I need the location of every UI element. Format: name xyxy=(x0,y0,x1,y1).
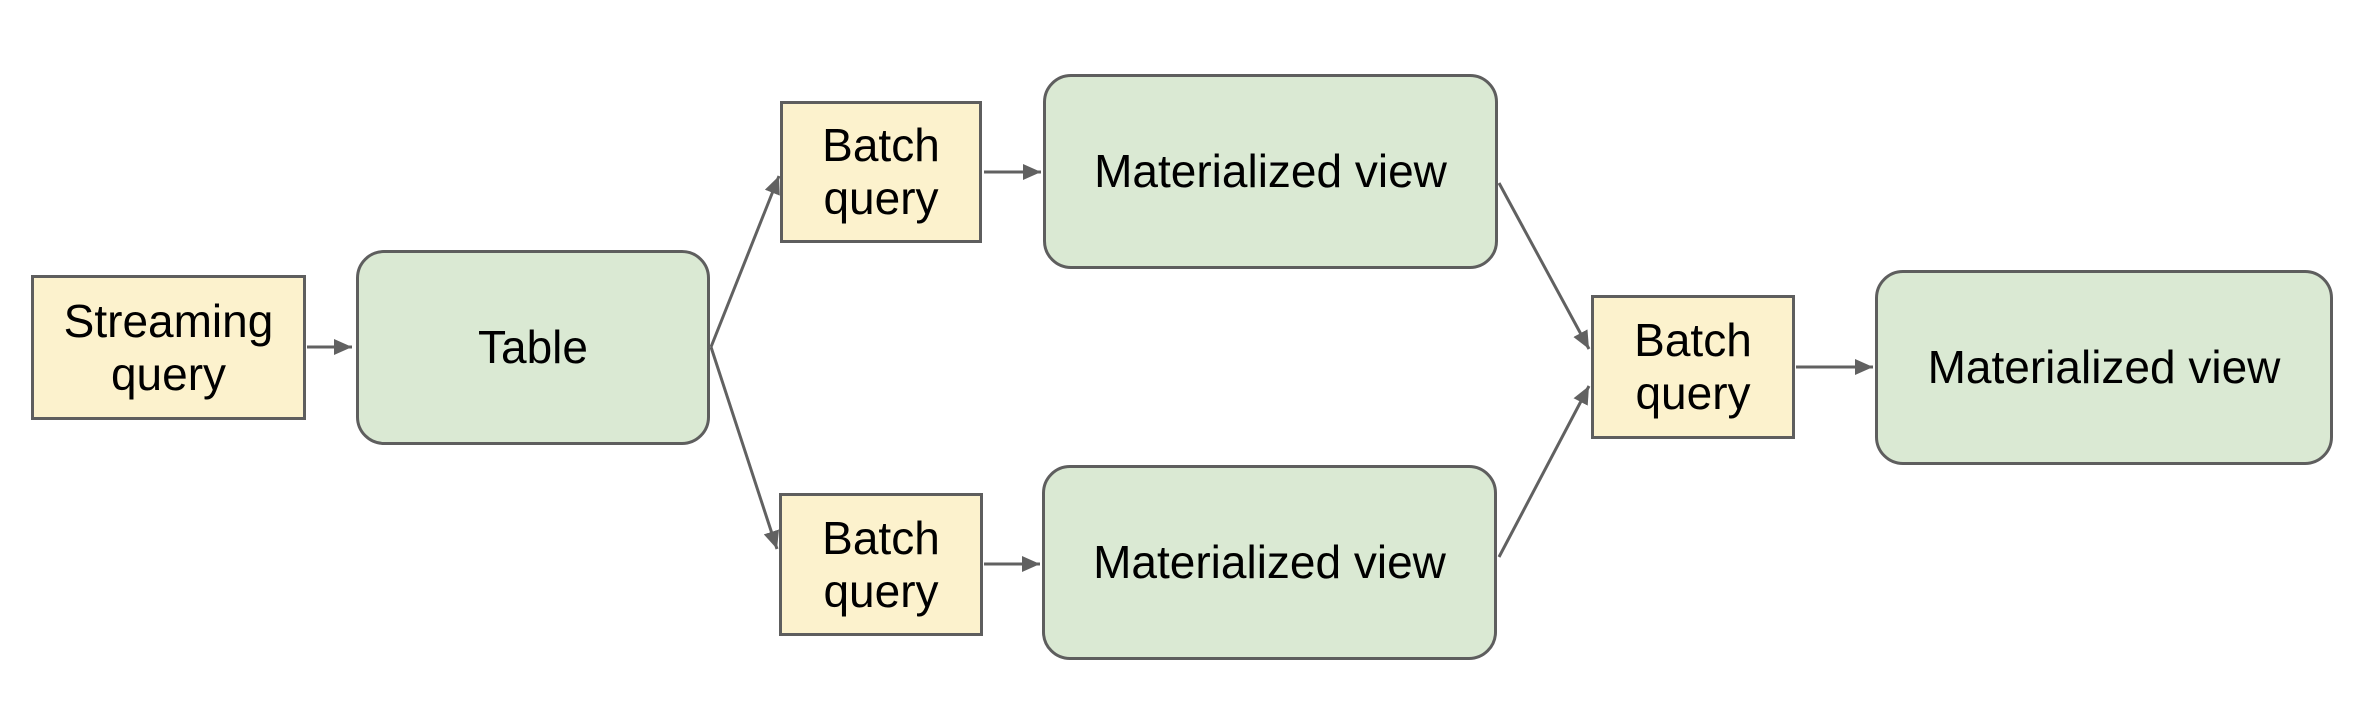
node-batch-query-final: Batch query xyxy=(1591,295,1795,439)
node-batch-query-bottom: Batch query xyxy=(779,493,983,636)
arrow-materialized-view-top-to-batch-query-final xyxy=(1497,182,1591,350)
node-materialized-view-top-label: Materialized view xyxy=(1094,145,1447,198)
node-batch-query-top-label: Batch query xyxy=(822,119,940,224)
node-streaming-query-label: Streaming query xyxy=(63,294,274,400)
node-streaming-query: Streaming query xyxy=(31,275,306,420)
node-materialized-view-final: Materialized view xyxy=(1875,270,2333,465)
arrow-table-to-batch-query-top xyxy=(709,175,781,348)
node-table-label: Table xyxy=(478,321,588,374)
node-materialized-view-top: Materialized view xyxy=(1043,74,1498,269)
node-materialized-view-bottom-label: Materialized view xyxy=(1093,536,1446,589)
node-batch-query-bottom-label: Batch query xyxy=(822,511,940,617)
node-batch-query-top: Batch query xyxy=(780,101,982,243)
arrow-table-to-batch-query-bottom xyxy=(709,346,780,550)
node-materialized-view-bottom: Materialized view xyxy=(1042,465,1497,660)
arrow-materialized-view-bottom-to-batch-query-final xyxy=(1497,385,1591,558)
node-table: Table xyxy=(356,250,710,445)
node-batch-query-final-label: Batch query xyxy=(1634,314,1752,419)
node-materialized-view-final-label: Materialized view xyxy=(1927,341,2281,394)
